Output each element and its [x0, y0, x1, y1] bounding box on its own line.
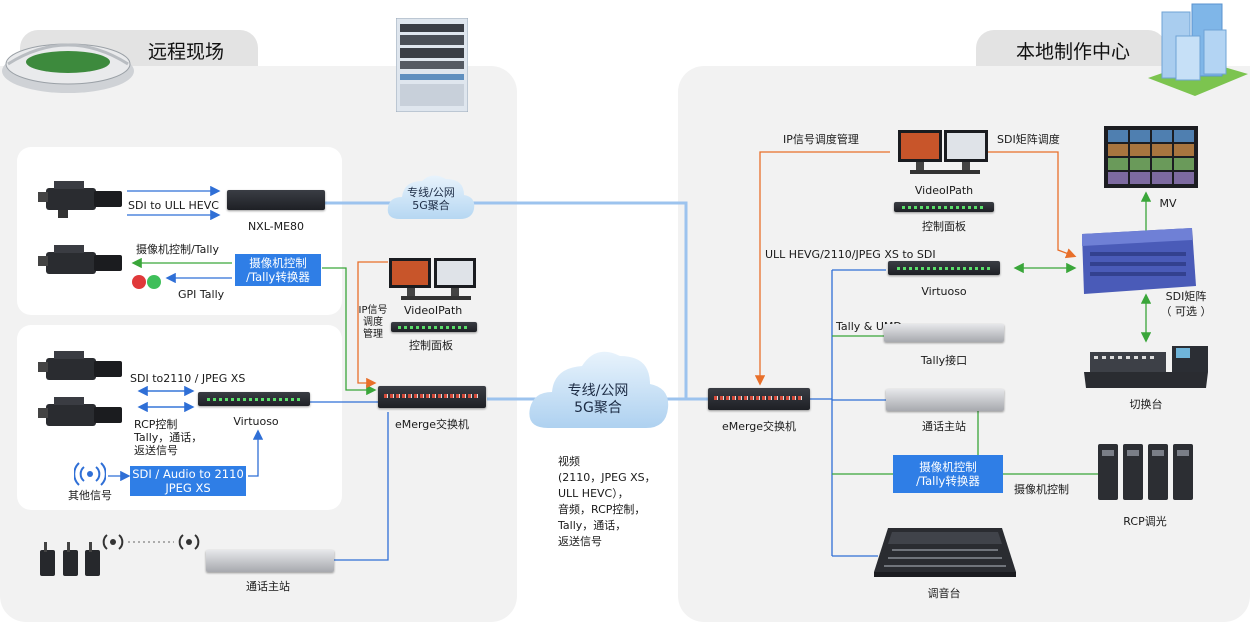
beltpack-icon: [40, 542, 100, 576]
switcher-icon: [1084, 346, 1208, 388]
mv-label: MV: [1159, 197, 1177, 210]
local-control-panel-device: [894, 202, 994, 212]
remote-control-panel-label: 控制面板: [409, 339, 453, 352]
tally-interface-device: [884, 324, 1004, 342]
remote-intercom-label: 通话主站: [246, 580, 290, 593]
remote-control-panel-device: [391, 322, 477, 332]
rack-icon: [396, 18, 468, 112]
middle-cloud-label: 专线/公网 5G聚合: [567, 383, 629, 416]
wireless-signal-icon: [74, 462, 106, 486]
local-emerge-device: [708, 388, 810, 410]
camera-icon: [38, 397, 122, 426]
sdi-audio-to-2110-box: SDI / Audio to 2110 JPEG XS: [130, 466, 246, 496]
nxl-me80-device: [227, 190, 325, 210]
remote-virtuoso-label: Virtuoso: [233, 415, 279, 428]
local-title: 本地制作中心: [1016, 40, 1131, 63]
rcp-panel-icon: [1098, 444, 1193, 500]
other-signals-label: 其他信号: [68, 489, 112, 502]
remote-emerge-device: [378, 386, 486, 408]
local-videoipath-label: VideoIPath: [914, 184, 974, 197]
local-camera-control-label: 摄像机控制: [1014, 483, 1069, 496]
gpi-tally-label: GPI Tally: [178, 288, 225, 301]
local-intercom-label: 通话主站: [922, 420, 966, 433]
monitor-icon: [389, 258, 476, 300]
wireless-signal-icon: [178, 534, 200, 550]
rcp-label: RCP调光: [1123, 515, 1167, 528]
remote-virtuoso-device: [198, 392, 310, 406]
local-title-tab: 本地制作中心: [976, 30, 1166, 70]
wireless-signal-icon: [102, 534, 124, 550]
local-emerge-label: eMerge交换机: [721, 420, 797, 433]
middle-signals-note: 视频 (2110，JPEG XS， ULL HEVC）， 音频，RCP控制， T…: [558, 455, 656, 548]
remote-emerge-label: eMerge交换机: [394, 418, 470, 431]
audio-mixer-icon: [874, 528, 1016, 577]
cloud-icon: [529, 351, 669, 428]
nxl-me80-label: NXL-ME80: [247, 220, 305, 233]
sdi-matrix-sched-label: SDI矩阵调度: [997, 133, 1060, 146]
multiviewer-icon: [1104, 126, 1198, 188]
local-control-panel-label: 控制面板: [922, 220, 966, 233]
camera-icon: [38, 351, 122, 380]
cloud-icon: [387, 175, 475, 219]
sdi-to-2110-label: SDI to2110 / JPEG XS: [130, 372, 246, 385]
remote-cam-ctrl-converter-box: 摄像机控制 /Tally转换器: [235, 254, 321, 286]
remote-title: 远程现场: [147, 40, 224, 63]
switcher-label: 切换台: [1129, 398, 1163, 411]
monitor-icon: [898, 130, 988, 174]
camera-control-tally-label: 摄像机控制/Tally: [136, 243, 219, 256]
sdi-matrix-optional-label: SDI矩阵 （ 可选 ）: [1160, 290, 1212, 318]
ull-hevc-label: ULL HEVG/2110/JPEG XS to SDI: [765, 248, 936, 261]
sdi-to-ull-hevc-label: SDI to ULL HEVC: [128, 199, 219, 212]
local-intercom-device: [886, 389, 1004, 411]
stadium-icon: [2, 43, 134, 93]
mixer-label: 调音台: [927, 587, 961, 600]
camera-icon: [38, 181, 122, 218]
rcp-lines-label: RCP控制 Tally，通话， 返送信号: [134, 418, 203, 457]
top-cloud-label: 专线/公网 5G聚合: [407, 186, 455, 212]
local-virtuoso-label: Virtuoso: [921, 285, 967, 298]
tally-interface-label: Tally接口: [920, 354, 968, 367]
tally-lamp-icon: [132, 275, 161, 289]
local-virtuoso-device: [888, 261, 1000, 275]
remote-ip-sched-label: IP信号 调度 管理: [358, 305, 388, 340]
remote-videoipath-label: VideoIPath: [404, 304, 463, 317]
local-ip-sched-label: IP信号调度管理: [783, 133, 859, 146]
buildings-icon: [1148, 3, 1248, 96]
camera-icon: [38, 245, 122, 274]
matrix-router-icon: [1082, 228, 1196, 294]
local-cam-ctrl-converter-box: 摄像机控制 /Tally转换器: [893, 455, 1003, 493]
remote-intercom-device: [206, 550, 334, 572]
remote-camera-group: [17, 147, 342, 315]
